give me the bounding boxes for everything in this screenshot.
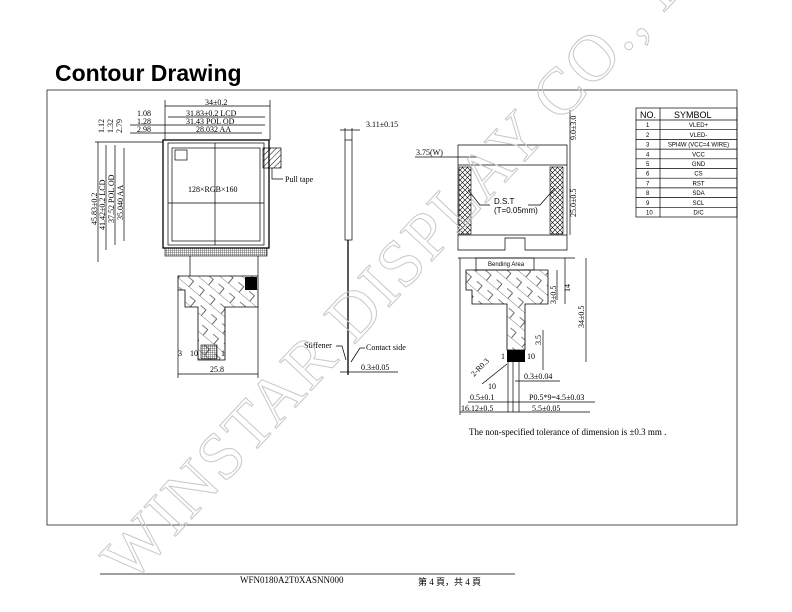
table-cell-no: 4: [646, 152, 650, 158]
table-cell-symbol: VCC: [692, 152, 705, 158]
dim-offset-1: 1.08: [137, 109, 151, 118]
dim-height-lcd: 41.42±0.2 LCD: [98, 179, 107, 230]
dim-top-offset-1: 1.12: [97, 119, 106, 133]
dim-width-pol: 31.43 POL OD: [186, 117, 235, 126]
footer-page-number: 第 4 頁，共 4 頁: [418, 577, 482, 587]
dim-top-offset-2: 1.32: [106, 119, 115, 133]
dim-pin-span: 5.5±0.05: [532, 404, 560, 413]
stiffener-label: Stiffener: [304, 341, 332, 350]
table-cell-symbol: SDA: [692, 191, 704, 197]
table-cell-no: 6: [646, 172, 650, 178]
table-cell-no: 8: [646, 191, 650, 197]
table-cell-no: 9: [646, 201, 650, 207]
table-cell-symbol: VLED-: [690, 133, 708, 139]
contact-side-label: Contact side: [366, 343, 406, 352]
table-header-no: NO.: [640, 110, 656, 120]
table-cell-no: 1: [646, 123, 650, 129]
table-header-symbol: SYMBOL: [674, 110, 712, 120]
dim-10: 10: [488, 382, 496, 391]
dim-height-total: 45.83±0.2: [90, 193, 99, 225]
dim-3-5: 3.5: [534, 335, 543, 345]
dim-height-aa: 35.040 AA: [116, 185, 125, 220]
dim-pin-gap: 0.5±0.1: [470, 393, 494, 402]
table-cell-symbol: GND: [692, 162, 706, 168]
table-cell-no: 5: [646, 162, 650, 168]
dim-top-offset-3: 2.79: [115, 119, 124, 133]
dim-width-aa: 28.032 AA: [196, 125, 231, 134]
dim-tape-width: 3.75(W): [416, 148, 443, 157]
dim-offset-2: 1.28: [137, 117, 151, 126]
dim-width-lcd: 31.83±0.2 LCD: [186, 109, 237, 118]
dim-14: 14: [563, 284, 572, 292]
back-view: 3.75(W) D.S.T (T=0.05mm) 9.0±3.0 25.0±0.…: [415, 110, 595, 415]
table-cell-symbol: D/C: [693, 211, 704, 217]
table-cell-symbol: SPI4W (VCC=4 WIRE): [668, 143, 729, 149]
back-pin-last: 10: [527, 352, 535, 361]
dim-offset-3: 2.98: [137, 125, 151, 134]
dim-thickness: 3.11±0.15: [366, 120, 398, 129]
drawing-frame: [46, 89, 738, 526]
front-pin-first: 1: [221, 349, 225, 358]
dim-fpc-len: 16.12±0.5: [461, 404, 493, 413]
pin-table: NO. SYMBOL 1 VLED+ 2 VLED- 3 SPI4W (VCC=4 WIR…: [635, 107, 738, 218]
dim-3: 3±0.5: [549, 286, 558, 304]
dim-height-pol: 37.52 POL OD: [107, 174, 116, 223]
table-cell-no: 7: [646, 181, 650, 187]
side-view: 3.11±0.15 Stiffener Contact side 0.3±0.0…: [304, 120, 406, 375]
dim-width-total: 34±0.2: [205, 98, 227, 107]
bending-area-label: Bending Area: [488, 262, 525, 268]
footer-doc-code: WFN0180A2T0XASNN000: [240, 575, 344, 585]
dim-tape-height: 25.0±0.5: [569, 189, 578, 217]
front-view: Pull tape 128×RGB×160 34±0.2 31.83±0.2 L…: [90, 98, 314, 378]
dst-label: D.S.T: [494, 197, 515, 206]
table-cell-symbol: VLED+: [689, 123, 709, 129]
pull-tape-label: Pull tape: [285, 175, 314, 184]
dim-fpc-thickness: 0.3±0.05: [361, 363, 389, 372]
pull-tape: [262, 147, 282, 169]
dst-thickness: (T=0.05mm): [494, 206, 538, 215]
page-title: Contour Drawing: [55, 60, 242, 86]
fpc-tail: [177, 275, 259, 361]
dim-top: 9.0±3.0: [569, 116, 578, 140]
table-cell-no: 10: [646, 211, 653, 217]
dim-pin-thk: 0.3±0.04: [524, 372, 552, 381]
resolution-label: 128×RGB×160: [188, 185, 237, 194]
table-cell-symbol: CS: [694, 172, 702, 178]
dim-pitch: P0.5*9=4.5±0.03: [529, 393, 584, 402]
back-pin-first: 1: [501, 352, 505, 361]
dim-fpc-width: 25.8: [210, 365, 224, 374]
table-cell-symbol: RST: [693, 181, 705, 187]
front-pin-last: 10: [190, 349, 198, 358]
dim-radius: 2-R0.3: [469, 356, 491, 378]
tolerance-note: The non-specified tolerance of dimension…: [469, 427, 666, 437]
table-cell-no: 2: [646, 133, 650, 139]
front-pin-dim: 3: [178, 349, 182, 358]
table-cell-symbol: SCL: [693, 201, 705, 207]
table-cell-no: 3: [646, 143, 650, 149]
dim-34: 34±0.5: [577, 306, 586, 328]
